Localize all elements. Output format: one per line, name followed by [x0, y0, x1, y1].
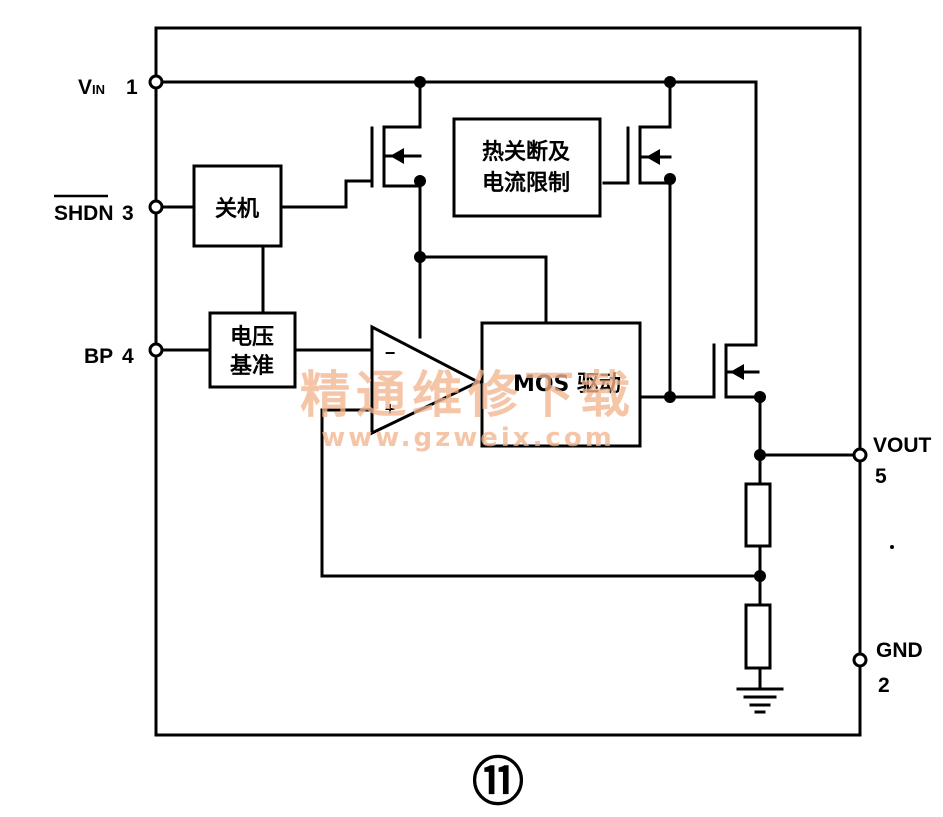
resistor-upper	[744, 482, 772, 548]
pin-gnd-label: GND	[876, 639, 923, 662]
mos-driver-label: MOS 驱动	[513, 372, 621, 397]
shutdown-block	[192, 164, 283, 248]
pmos-transistor-3	[638, 343, 762, 457]
pin-shdn-number: 3	[122, 202, 134, 225]
thermal-label-line1: 热关断及	[482, 139, 571, 165]
reference-label-line2: 基准	[230, 354, 274, 379]
pin-vin-number: 1	[126, 76, 138, 99]
pin-vin-label: VIN	[78, 76, 105, 99]
watermark-line2: www.gzweix.com	[321, 423, 615, 453]
feedback-wire	[320, 408, 762, 578]
pin-vin-terminal	[148, 74, 164, 90]
pin-gnd-number: 2	[878, 674, 890, 697]
thermal-label-line2: 电流限制	[482, 170, 570, 196]
error-amplifier: − +	[370, 324, 482, 436]
pin-vout-label: VOUT	[873, 434, 932, 457]
reference-label-line1: 电压	[230, 325, 274, 350]
pmos-transistor-2	[602, 80, 672, 399]
mos-driver-block	[480, 321, 642, 448]
junction-dots	[414, 76, 766, 582]
reference-block	[208, 311, 297, 389]
pin-vout-terminal	[852, 447, 868, 463]
pin-bp-label: BP	[84, 345, 113, 368]
pin-bp-number: 4	[122, 345, 134, 368]
shutdown-label: 关机	[215, 197, 259, 222]
pmos-transistor-1	[279, 80, 422, 259]
pin-vout-number: 5	[875, 465, 887, 488]
figure-number: ⑪	[472, 754, 524, 812]
scan-speck	[890, 545, 894, 549]
opamp-minus-sign: −	[385, 343, 396, 363]
watermark-line1: 精通维修下载	[300, 366, 636, 424]
resistor-lower	[744, 603, 772, 670]
opamp-plus-sign: +	[385, 399, 396, 419]
driver-supply-wire	[418, 255, 548, 325]
pin-shdn-label: SHDN	[54, 202, 114, 225]
pin-shdn-terminal	[148, 199, 164, 215]
pin-bp-terminal	[148, 342, 164, 358]
chip-outline	[154, 26, 862, 737]
ground-symbol	[736, 687, 784, 714]
pin-gnd-terminal	[852, 652, 868, 668]
thermal-limit-block	[452, 117, 602, 218]
vin-rail	[160, 80, 758, 347]
